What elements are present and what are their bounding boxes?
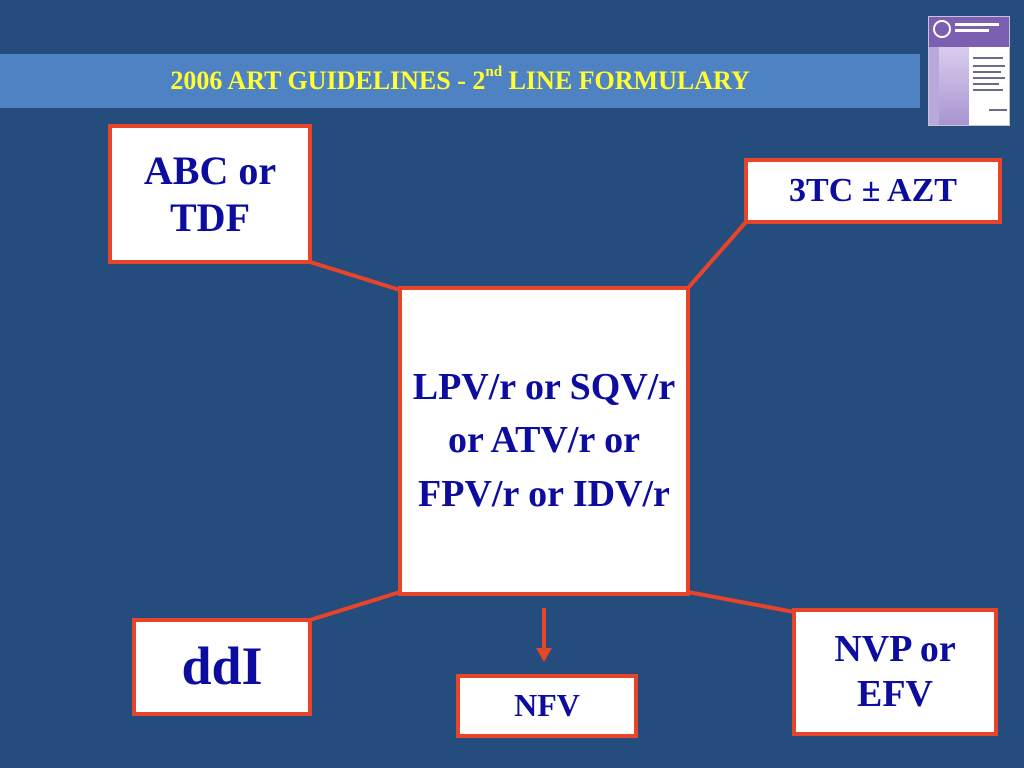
cover-side-strip xyxy=(929,47,939,125)
box-nvp-or-efv-label: NVP or EFV xyxy=(834,628,956,715)
box-protease-inhibitors-label: LPV/r or SQV/r or ATV/r or FPV/r or IDV/… xyxy=(412,366,676,515)
box-3tc-azt: 3TC ± AZT xyxy=(744,158,1002,224)
cover-text-line xyxy=(989,109,1007,111)
down-arrow-icon xyxy=(536,608,552,662)
globe-logo-icon xyxy=(933,20,951,38)
box-abc-or-tdf: ABC or TDF xyxy=(108,124,312,264)
box-3tc-azt-label: 3TC ± AZT xyxy=(789,171,957,209)
box-nfv: NFV xyxy=(456,674,638,738)
slide-title-superscript: nd xyxy=(485,64,503,81)
box-ddi-label: ddI xyxy=(181,636,263,697)
cover-text-line xyxy=(973,65,1005,67)
connector-top-right xyxy=(686,220,748,290)
box-ddi: ddI xyxy=(132,618,312,716)
box-nfv-label: NFV xyxy=(514,687,580,724)
box-protease-inhibitors: LPV/r or SQV/r or ATV/r or FPV/r or IDV/… xyxy=(398,286,690,596)
cover-logo-text-line xyxy=(955,29,989,32)
connector-bottom-left xyxy=(309,590,401,622)
slide-title-main: 2006 ART GUIDELINES - 2 xyxy=(170,66,486,95)
connector-bottom-right xyxy=(687,590,795,614)
cover-text-line xyxy=(973,71,1001,73)
box-abc-or-tdf-label: ABC or TDF xyxy=(143,147,277,240)
cover-text-line xyxy=(973,83,999,85)
slide-title: 2006 ART GUIDELINES - 2nd LINE FORMULARY xyxy=(170,64,750,96)
cover-text-line xyxy=(973,89,1003,91)
cover-logo-text-line xyxy=(955,23,999,26)
cover-text-line xyxy=(973,57,1003,59)
slide-title-bar: 2006 ART GUIDELINES - 2nd LINE FORMULARY xyxy=(0,54,920,108)
box-nvp-or-efv: NVP or EFV xyxy=(792,608,998,736)
connector-top-left xyxy=(309,260,401,292)
cover-photo xyxy=(939,47,969,125)
slide-title-rest: LINE FORMULARY xyxy=(502,66,750,95)
cover-text-line xyxy=(973,77,1005,79)
guidelines-document-cover-thumbnail xyxy=(928,16,1010,126)
